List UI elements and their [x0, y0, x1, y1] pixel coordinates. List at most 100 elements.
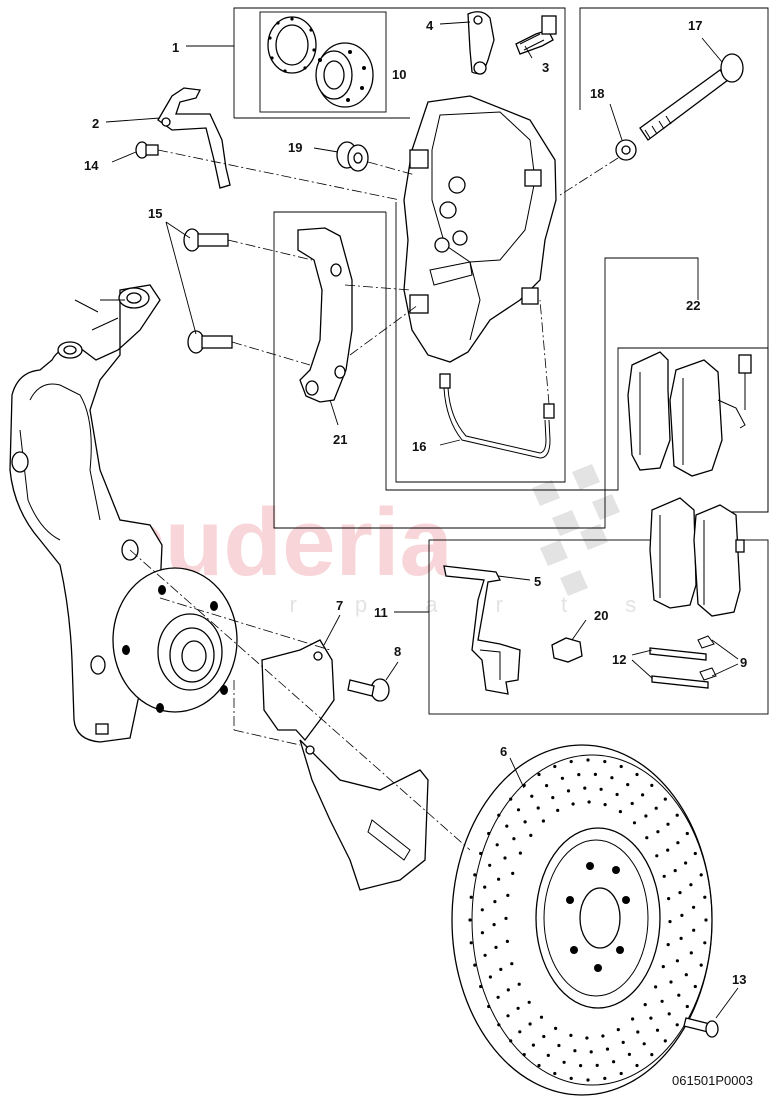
brake-dust-shield: [261, 639, 429, 891]
disc-drill-hole: [692, 905, 696, 909]
washer: [559, 139, 637, 196]
disc-drill-hole: [493, 900, 497, 904]
disc-drill-hole: [693, 984, 697, 989]
disc-drill-hole: [504, 916, 508, 921]
disc-drill-hole: [599, 787, 603, 791]
disc-drill-hole: [506, 893, 510, 898]
disc-drill-hole: [663, 797, 667, 801]
caliper-bolt: [639, 53, 744, 141]
disc-drill-hole: [689, 883, 693, 887]
disc-drill-hole: [667, 1012, 671, 1016]
disc-drill-hole: [553, 1071, 557, 1076]
disc-drill-hole: [569, 1076, 573, 1080]
disc-drill-hole: [510, 962, 514, 966]
pad-retaining-spring: [443, 565, 521, 695]
disc-drill-hole: [601, 1034, 605, 1038]
leader-lines: [105, 21, 739, 1019]
bleeder-cap: [467, 11, 495, 75]
disc-drill-hole: [496, 995, 500, 999]
disc-drill-hole: [663, 1039, 667, 1043]
disc-drill-hole: [704, 918, 708, 922]
disc-drill-hole: [654, 985, 658, 989]
disc-drill-hole: [616, 1028, 620, 1032]
disc-drill-hole: [585, 1036, 589, 1040]
disc-drill-hole: [643, 1003, 647, 1007]
disc-drill-hole: [537, 772, 541, 777]
disc-drill-hole: [666, 822, 670, 826]
disc-drill-hole: [668, 920, 672, 924]
disc-drill-hole: [569, 760, 573, 764]
callout-5: 5: [534, 574, 541, 589]
disc-drill-hole: [621, 1040, 625, 1044]
disc-drill-hole: [679, 936, 683, 941]
callout-20: 20: [594, 608, 608, 623]
disc-drill-hole: [627, 1052, 632, 1056]
disc-drill-hole: [562, 1060, 566, 1064]
disc-drill-hole: [487, 831, 491, 836]
disc-drill-hole: [661, 965, 665, 969]
bracket-group-box: [273, 211, 699, 529]
pad-hardware-box: [428, 539, 769, 715]
disc-drill-hole: [516, 1006, 520, 1010]
group-boxes: [233, 7, 769, 715]
bolts-15: [183, 228, 313, 366]
callout-15: 15: [148, 206, 162, 221]
disc-drill-hole: [685, 831, 689, 836]
document-number: 061501P0003: [672, 1073, 753, 1088]
disc-drill-hole: [551, 796, 555, 800]
disc-drill-hole: [655, 854, 659, 858]
disc-drill-hole: [703, 941, 707, 945]
disc-drill-hole: [468, 918, 472, 922]
disc-drill-hole: [571, 802, 575, 806]
disc-drill-hole: [610, 776, 614, 780]
disc-drill-hole: [492, 923, 496, 927]
callout-9: 9: [740, 655, 747, 670]
callout-13: 13: [732, 972, 746, 987]
disc-drill-hole: [483, 885, 487, 889]
disc-drill-hole: [557, 1043, 561, 1048]
disc-drill-hole: [512, 837, 516, 841]
disc-drill-hole: [632, 821, 637, 825]
disc-drill-hole: [503, 856, 507, 860]
disc-drill-hole: [662, 874, 666, 878]
disc-drill-hole: [641, 793, 645, 797]
disc-drill-hole: [667, 897, 671, 901]
hose-bracket: [157, 87, 231, 189]
disc-drill-hole: [586, 1078, 590, 1082]
disc-drill-hole: [530, 794, 534, 798]
callout-19: 19: [288, 140, 302, 155]
brake-disc: [451, 744, 713, 1096]
callout-3: 3: [542, 60, 549, 75]
disc-screw-13: [683, 1017, 719, 1038]
disc-drill-hole: [595, 1063, 599, 1067]
disc-drill-hole: [689, 951, 693, 955]
disc-drill-hole: [619, 764, 623, 769]
caliper-bolt-box: [579, 7, 769, 513]
disc-drill-hole: [573, 1049, 577, 1053]
callout-17: 17: [688, 18, 702, 33]
disc-drill-hole: [675, 959, 680, 963]
disc-drill-hole: [497, 1023, 501, 1027]
disc-drill-hole: [509, 797, 513, 801]
callout-12: 12: [612, 652, 626, 667]
disc-drill-hole: [523, 820, 527, 824]
brake-line: [439, 299, 555, 459]
disc-drill-hole: [539, 1015, 544, 1019]
callout-labels: 1 2 3 4 5 6 7 8 9 10 11 12 13 14 15 16 1…: [84, 18, 747, 987]
disc-drill-hole: [531, 1043, 536, 1047]
disc-drill-hole: [693, 851, 697, 856]
disc-drill-hole: [677, 993, 681, 997]
disc-drill-hole: [675, 813, 679, 817]
disc-drill-hole: [518, 851, 523, 855]
disc-drill-hole: [560, 776, 565, 780]
disc-drill-hole: [469, 941, 473, 945]
disc-drill-hole: [497, 877, 501, 881]
disc-drill-hole: [537, 1063, 541, 1068]
disc-drill-hole: [536, 806, 540, 810]
disc-drill-hole: [692, 928, 696, 932]
wheel-hub: [112, 567, 238, 713]
disc-drill-hole: [488, 975, 492, 979]
disc-drill-hole: [593, 772, 598, 777]
disc-drill-hole: [644, 814, 648, 818]
disc-drill-hole: [480, 908, 484, 912]
